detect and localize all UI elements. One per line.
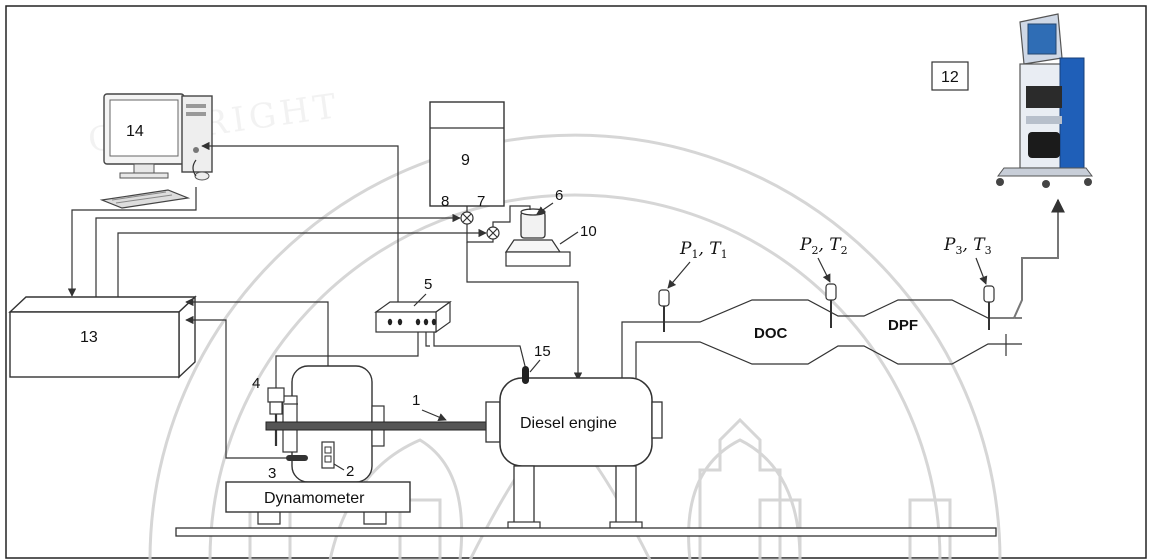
wire-speed-to-daq <box>185 315 292 459</box>
fuel-line-valve7-to-beaker <box>492 205 531 227</box>
fuel-beaker-icon <box>520 208 546 239</box>
fuel-tank <box>429 101 505 207</box>
computer-label: 14 <box>126 123 144 140</box>
dynamometer-feet <box>257 512 387 525</box>
dynamometer-label: Dynamometer <box>264 490 365 507</box>
gas-analyzer-label-box <box>931 61 969 91</box>
dpf-label: DPF <box>888 317 918 334</box>
sensor-label-3: P3, T3 <box>943 235 992 257</box>
figure-frame <box>5 5 1147 559</box>
dynamometer-base <box>225 481 411 513</box>
exhaust-pipe-bottom <box>635 341 1022 378</box>
doc-label: DOC <box>754 325 788 342</box>
exhaust-pipe-top <box>621 299 1022 378</box>
fuel-tank-label: 9 <box>461 152 470 169</box>
fuel-beaker-label: 6 <box>555 187 563 204</box>
sensor-3-leader <box>975 257 988 285</box>
diesel-engine-label: Diesel engine <box>520 415 617 432</box>
sensor-1-leader <box>667 261 691 289</box>
computer-icon <box>99 93 213 209</box>
valve-7-icon <box>486 226 500 240</box>
amplifier-leader <box>413 293 427 307</box>
sensor-2-leader <box>817 257 831 283</box>
diesel-engine-body <box>485 377 663 529</box>
shaft-label: 1 <box>412 392 420 409</box>
amplifier-label: 5 <box>424 276 432 293</box>
wire-computer-to-daq <box>67 187 197 297</box>
sensor-probe-3-icon <box>983 285 995 330</box>
wire-daq-to-valve8 <box>95 213 461 297</box>
wire-dyno-to-daq <box>185 297 329 366</box>
sensor-label-2: P2, T2 <box>799 235 848 257</box>
valve-8-label: 8 <box>441 193 449 210</box>
fuel-line-to-engine <box>466 242 583 381</box>
load-cell-leader <box>333 463 345 471</box>
gas-analyzer-icon <box>996 13 1093 188</box>
wire-amplifier-to-computer <box>201 141 399 318</box>
wire-daq-to-valve7 <box>117 228 487 297</box>
drive-shaft <box>265 421 489 431</box>
gas-analyzer-label: 12 <box>941 69 959 86</box>
scale-label: 10 <box>580 223 597 240</box>
scale-icon <box>504 239 571 267</box>
sensor-label-1: P1, T1 <box>679 239 728 261</box>
valve-8-icon <box>460 211 474 225</box>
wire-amplifier-to-thermocouple <box>425 332 430 347</box>
speed-sensor-label: 3 <box>268 465 276 482</box>
fuel-beaker-leader <box>536 202 554 215</box>
load-cell-label: 2 <box>346 463 354 480</box>
thermocouple-label: 15 <box>534 343 551 360</box>
scale-leader <box>559 231 579 245</box>
load-cell-icon <box>321 441 335 469</box>
sensor-probe-2-icon <box>825 283 837 328</box>
wire-thermocouple <box>433 332 527 371</box>
controller-label: 4 <box>252 375 260 392</box>
shaft-leader <box>421 409 447 421</box>
amplifier-box <box>374 300 452 334</box>
daq-unit-label: 13 <box>80 329 98 346</box>
controller-icon <box>267 387 298 415</box>
wire-amplifier-to-controller <box>275 332 419 390</box>
daq-unit <box>8 295 197 379</box>
exhaust-to-analyzer-line <box>1013 198 1065 319</box>
speed-sensor-icon <box>286 455 308 461</box>
thermocouple-icon <box>522 366 529 384</box>
thermocouple-leader <box>529 359 541 373</box>
sensor-probe-1-icon <box>658 289 670 332</box>
valve-7-label: 7 <box>477 193 485 210</box>
bed-plate <box>175 527 997 537</box>
